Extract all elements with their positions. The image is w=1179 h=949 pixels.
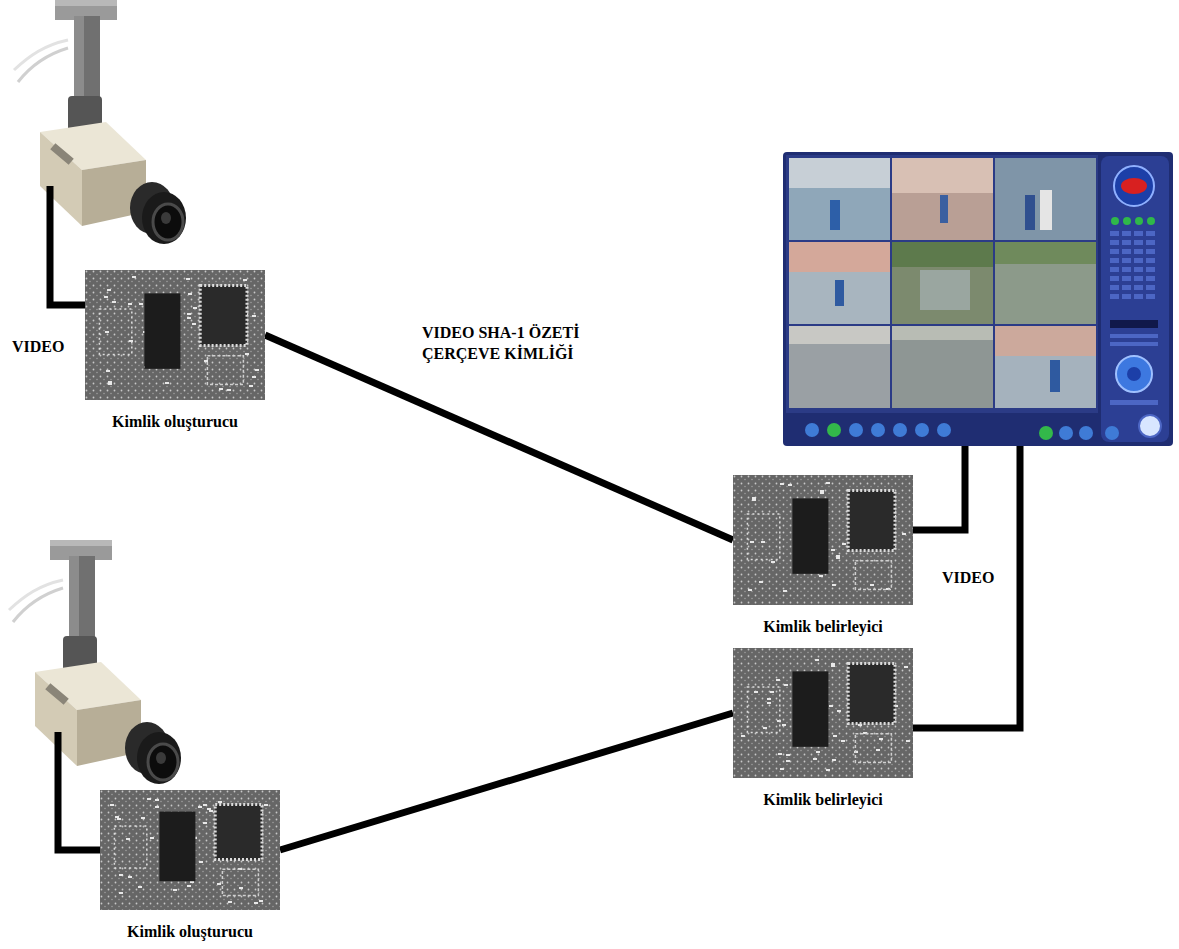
camera-bottom (9, 540, 181, 784)
circuit-board: Kimlik belirleyici (733, 475, 913, 637)
video-wire (910, 443, 1020, 728)
board-label: Kimlik oluşturucu (85, 412, 265, 432)
video-wire (50, 186, 88, 305)
signal-label: VIDEO (10, 337, 66, 357)
connector-line (280, 713, 733, 850)
board-label: Kimlik oluşturucu (100, 922, 280, 942)
board-label: Kimlik belirleyici (733, 617, 913, 637)
circuit-board-picture (733, 475, 913, 605)
signal-label: VIDEO (940, 568, 996, 588)
board-label: Kimlik belirleyici (733, 790, 913, 810)
circuit-board-picture (100, 790, 280, 910)
camera-top (14, 0, 186, 244)
monitor-screen (783, 152, 1173, 446)
circuit-board: Kimlik belirleyici (733, 648, 913, 810)
connector-line (265, 335, 733, 540)
signal-label: VIDEO SHA-1 ÖZETİ ÇERÇEVE KİMLİĞİ (419, 321, 655, 365)
circuit-board: Kimlik oluşturucu (100, 790, 280, 942)
video-wire (910, 443, 965, 530)
circuit-board-picture (733, 648, 913, 778)
video-wire (58, 732, 103, 850)
circuit-board: Kimlik oluşturucu (85, 270, 265, 432)
circuit-board-picture (85, 270, 265, 400)
